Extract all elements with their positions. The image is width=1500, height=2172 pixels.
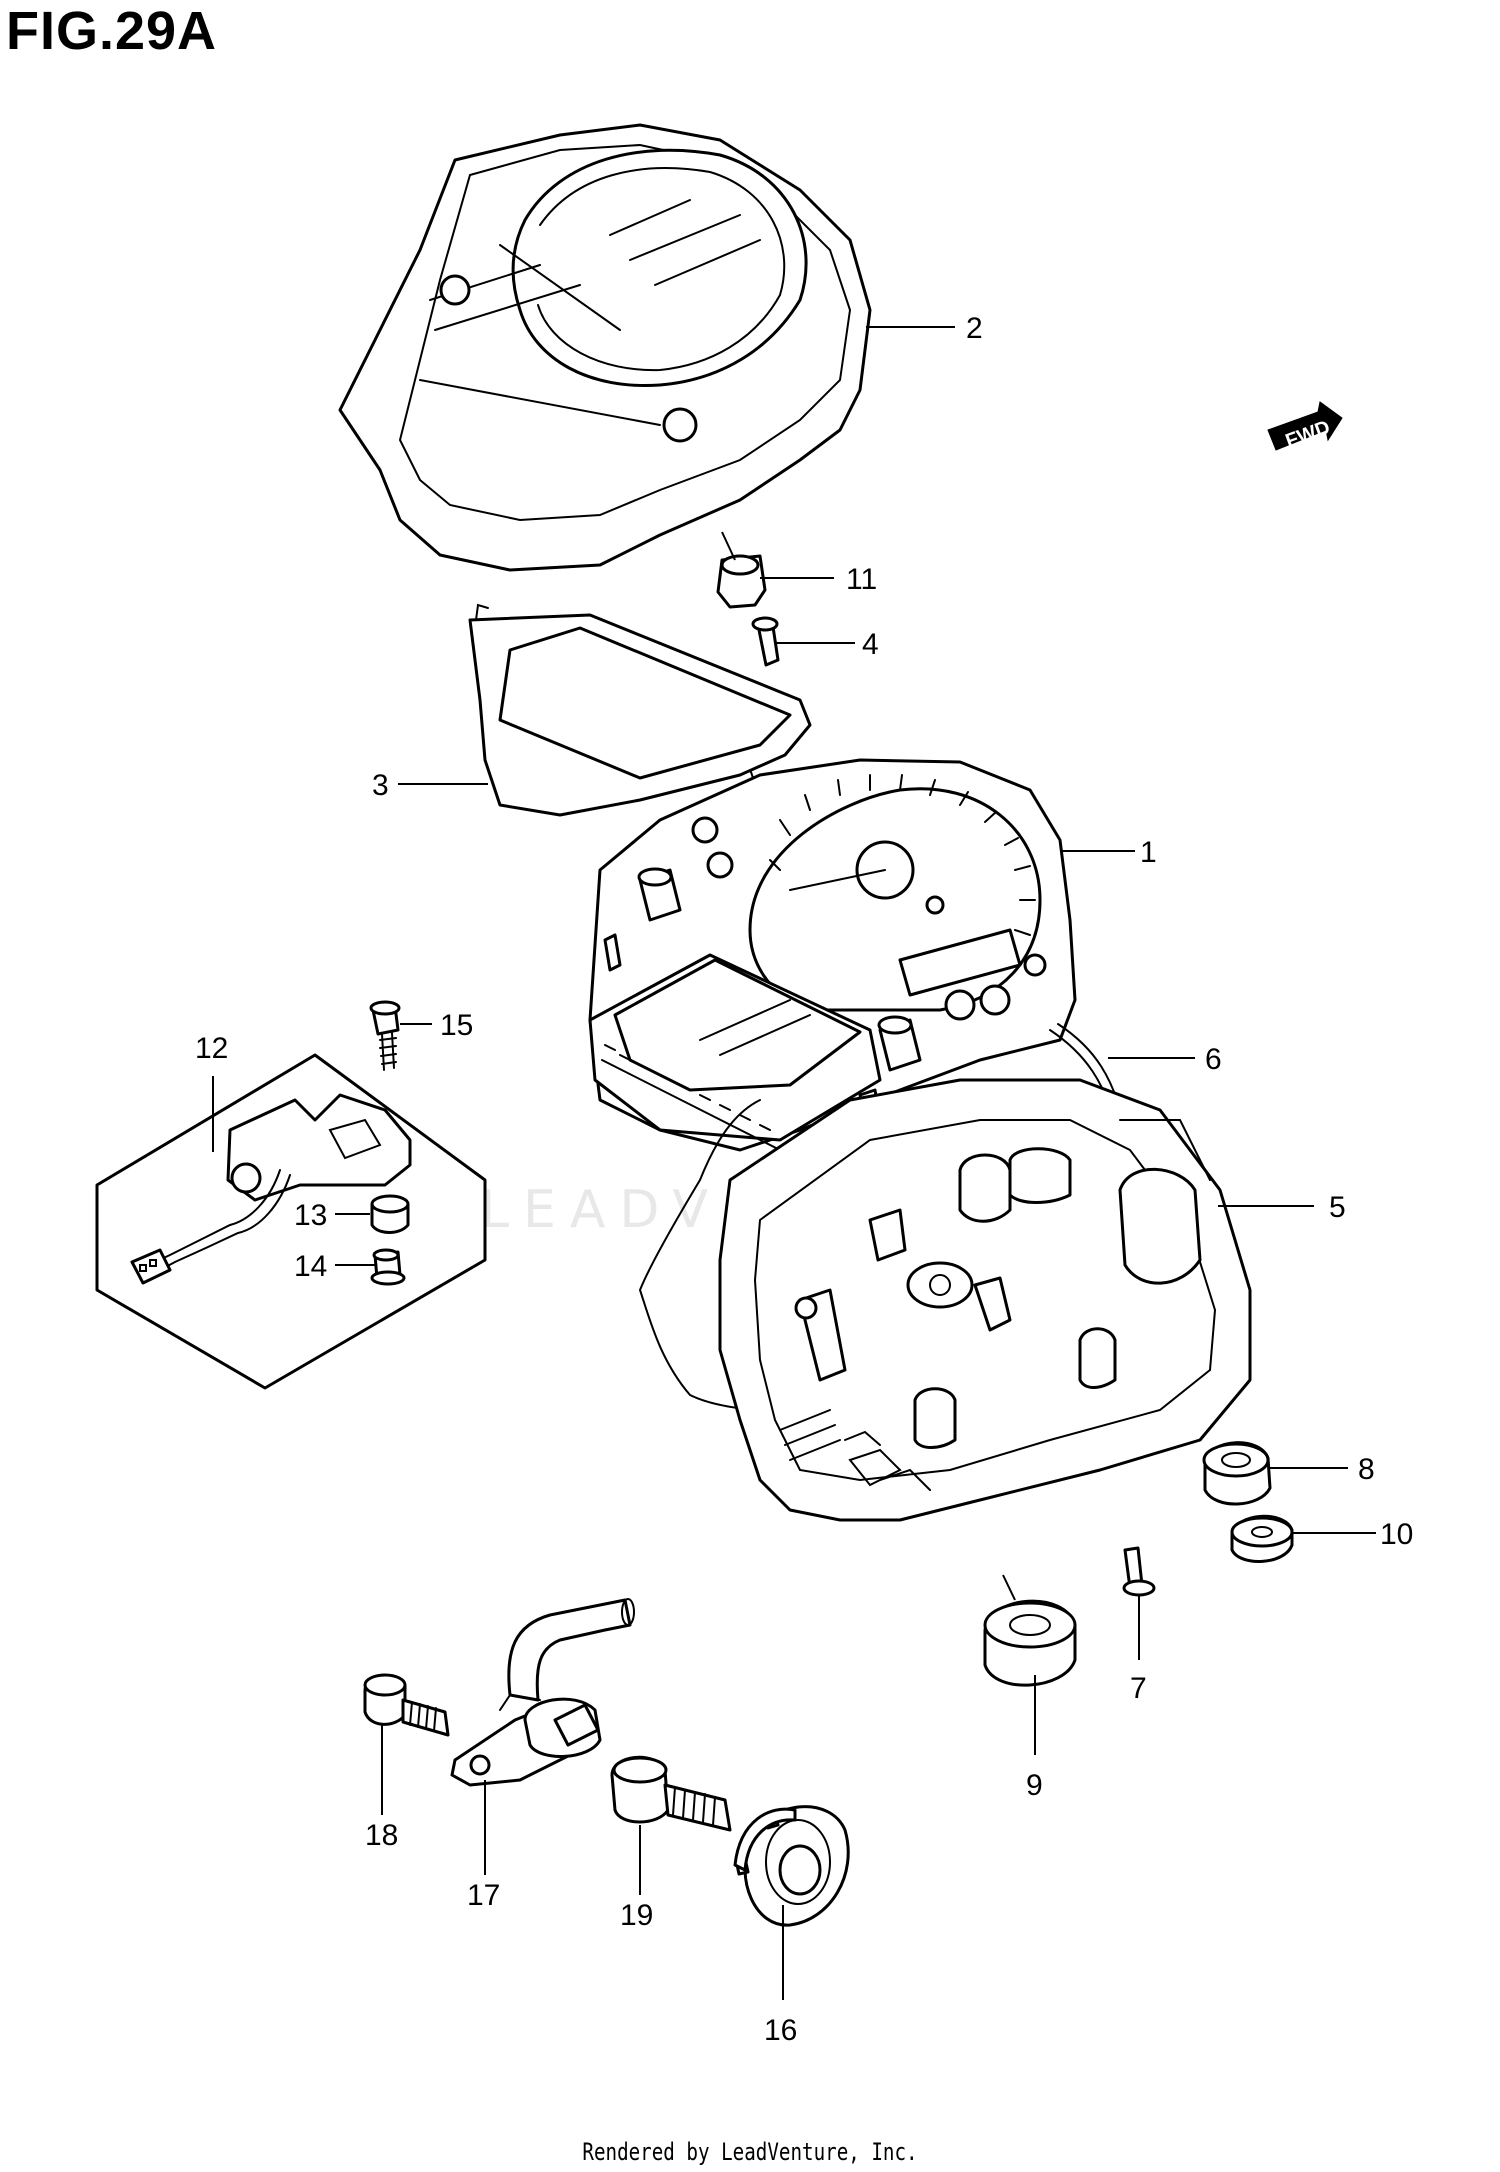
bolt-part-15[interactable]	[369, 1000, 401, 1071]
meter-case-part[interactable]	[718, 1078, 1252, 1522]
washer-part-10[interactable]	[1230, 1514, 1294, 1563]
callout-7: 7	[1130, 1672, 1147, 1705]
callout-18: 18	[365, 1819, 398, 1852]
callout-5: 5	[1329, 1191, 1346, 1224]
callout-11: 11	[846, 563, 877, 596]
callout-1: 1	[1140, 836, 1157, 869]
callout-12: 12	[195, 1032, 228, 1065]
grommet-part-11[interactable]	[716, 554, 767, 609]
callout-3: 3	[372, 769, 389, 802]
figure-title: FIG.29A	[6, 1, 218, 61]
grommet-part-8[interactable]	[1202, 1441, 1272, 1506]
callout-9: 9	[1026, 1769, 1043, 1802]
drive-plate-part[interactable]	[733, 1805, 850, 1927]
visor-plate-part[interactable]	[468, 603, 812, 817]
speed-sensor-part[interactable]	[450, 1598, 635, 1787]
callout-8: 8	[1358, 1453, 1375, 1486]
cushion-part-9[interactable]	[983, 1599, 1077, 1687]
callout-13: 13	[294, 1199, 327, 1232]
callout-10: 10	[1380, 1518, 1413, 1551]
callout-17: 17	[467, 1879, 500, 1912]
callout-14: 14	[294, 1250, 327, 1283]
callout-15: 15	[440, 1009, 473, 1042]
callout-labels: 2 11 4 3 1 6 5 8 10 7 9 12 15 13 14 18 1…	[195, 312, 1413, 2047]
forward-arrow-icon: FWD	[1267, 401, 1343, 453]
bolt-part-19[interactable]	[610, 1755, 732, 1832]
collar-part-4[interactable]	[751, 616, 780, 667]
screw-part-7[interactable]	[1122, 1546, 1156, 1597]
bolt-part-18[interactable]	[363, 1673, 450, 1737]
callout-4: 4	[862, 628, 879, 661]
cushion-part-13[interactable]	[370, 1194, 410, 1234]
callout-16: 16	[764, 2014, 797, 2047]
callout-6: 6	[1205, 1043, 1222, 1076]
leader-lines	[212, 326, 1376, 2000]
callout-19: 19	[620, 1899, 653, 1932]
speedometer-assembly-part[interactable]	[588, 758, 1077, 1152]
collar-part-14[interactable]	[370, 1248, 406, 1286]
callout-2: 2	[966, 312, 983, 345]
footer-credit: Rendered by LeadVenture, Inc.	[582, 2138, 918, 2166]
sensor-assembly-group[interactable]	[95, 1053, 487, 1390]
meter-cover-part[interactable]	[338, 123, 872, 572]
